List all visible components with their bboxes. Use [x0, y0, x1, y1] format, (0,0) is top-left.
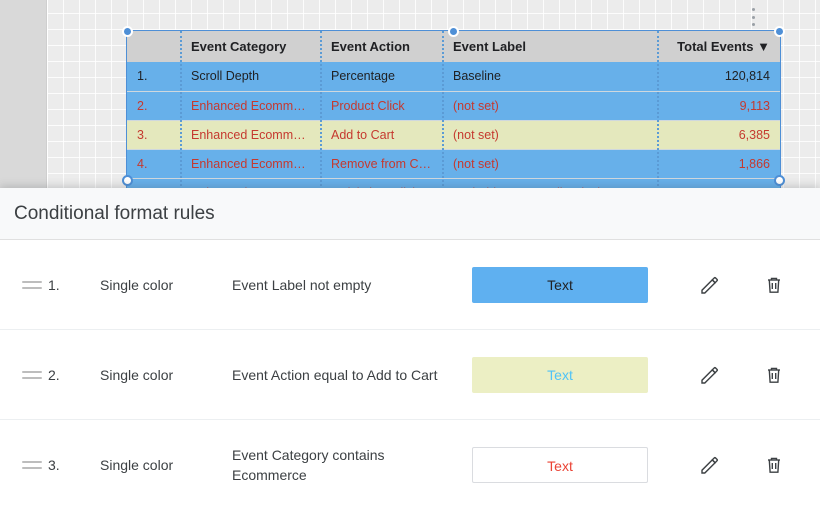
- resize-handle-top-right[interactable]: [774, 26, 785, 37]
- cell-index: 4.: [127, 149, 181, 179]
- rule-row[interactable]: 3. Single color Event Category contains Ec…: [0, 420, 820, 510]
- cell-event-action: Add to Cart: [321, 120, 443, 150]
- rule-type: Single color: [100, 457, 174, 473]
- resize-handle-bottom-left[interactable]: [122, 175, 133, 186]
- cell-event-action: Percentage: [321, 62, 443, 92]
- table-row[interactable]: 5.Enhanced EcommerceQuickview ClickAndro…: [127, 178, 780, 190]
- pencil-icon[interactable]: [678, 453, 742, 477]
- cell-event-action: Remove from Cart: [321, 149, 443, 179]
- rule-row[interactable]: 1. Single color Event Label not empty Text: [0, 240, 820, 330]
- rule-index: 2.: [48, 366, 60, 383]
- page-title: Conditional format rules: [14, 202, 215, 224]
- cell-event-category: Enhanced Ecommerce: [181, 178, 321, 190]
- rule-preview: Text: [442, 266, 678, 303]
- rule-row[interactable]: 2. Single color Event Action equal to Add …: [0, 330, 820, 420]
- rule-preview: Text: [442, 356, 678, 393]
- cell-event-category: Enhanced Ecommerce: [181, 149, 321, 179]
- cell-event-label: Android Tane Hoodie Black: [443, 178, 658, 190]
- col-header-total-events-label: Total Events: [677, 39, 754, 54]
- rule-condition: Event Label not empty: [232, 276, 372, 293]
- more-vert-icon[interactable]: [746, 6, 760, 28]
- rule-preview: Text: [442, 447, 678, 483]
- col-header-event-label[interactable]: Event Label: [443, 31, 658, 62]
- report-canvas: Event Category Event Action Event Label …: [0, 0, 820, 190]
- table-widget[interactable]: Event Category Event Action Event Label …: [126, 30, 781, 190]
- editor-left-rail: [0, 0, 47, 190]
- cell-event-label: Baseline: [443, 62, 658, 92]
- column-divider[interactable]: [442, 31, 444, 190]
- table-header: Event Category Event Action Event Label …: [127, 31, 780, 62]
- pencil-icon[interactable]: [678, 363, 742, 387]
- cell-total-events: 9,113: [658, 91, 780, 121]
- col-header-event-action[interactable]: Event Action: [321, 31, 443, 62]
- column-divider[interactable]: [180, 31, 182, 190]
- column-divider[interactable]: [657, 31, 659, 190]
- trash-icon[interactable]: [742, 273, 806, 297]
- color-swatch[interactable]: Text: [472, 266, 648, 303]
- dialog-header: Conditional format rules: [0, 188, 820, 240]
- rule-condition: Event Action equal to Add to Cart: [232, 366, 438, 383]
- cell-total-events: 1,866: [658, 149, 780, 179]
- cell-event-label: (not set): [443, 91, 658, 121]
- rule-index: 3.: [48, 457, 60, 473]
- column-divider[interactable]: [320, 31, 322, 190]
- cell-event-category: Scroll Depth: [181, 62, 321, 92]
- color-swatch[interactable]: Text: [472, 356, 648, 393]
- resize-handle-top-center[interactable]: [448, 26, 459, 37]
- color-swatch[interactable]: Text: [472, 447, 648, 483]
- rule-type: Single color: [100, 276, 174, 293]
- cell-event-action: Product Click: [321, 91, 443, 121]
- trash-icon[interactable]: [742, 453, 806, 477]
- cell-index: 3.: [127, 120, 181, 150]
- resize-handle-top-left[interactable]: [122, 26, 133, 37]
- sort-desc-icon[interactable]: ▼: [757, 39, 770, 54]
- cell-event-label: (not set): [443, 149, 658, 179]
- cell-event-category: Enhanced Ecommerce: [181, 120, 321, 150]
- resize-handle-bottom-right[interactable]: [774, 175, 785, 186]
- rule-type: Single color: [100, 366, 174, 383]
- cell-event-label: (not set): [443, 120, 658, 150]
- table-header-row: Event Category Event Action Event Label …: [127, 31, 780, 62]
- rule-condition: Event Category contains Ecommerce: [232, 447, 385, 483]
- cell-index: 2.: [127, 91, 181, 121]
- rule-index: 1.: [48, 276, 60, 293]
- trash-icon[interactable]: [742, 363, 806, 387]
- drag-handle-icon[interactable]: [14, 370, 48, 379]
- cell-event-category: Enhanced Ecommerce: [181, 91, 321, 121]
- pencil-icon[interactable]: [678, 273, 742, 297]
- events-table: Event Category Event Action Event Label …: [127, 31, 780, 190]
- cell-event-action: Quickview Click: [321, 178, 443, 190]
- cell-index: 1.: [127, 62, 181, 92]
- col-header-index[interactable]: [127, 31, 181, 62]
- drag-handle-icon[interactable]: [14, 461, 48, 469]
- col-header-event-category[interactable]: Event Category: [181, 31, 321, 62]
- col-header-total-events[interactable]: Total Events ▼: [658, 31, 780, 62]
- cell-index: 5.: [127, 178, 181, 190]
- drag-handle-icon[interactable]: [14, 280, 48, 289]
- cell-total-events: 120,814: [658, 62, 780, 92]
- cell-total-events: 6,385: [658, 120, 780, 150]
- cell-total-events: 1,220: [658, 178, 780, 190]
